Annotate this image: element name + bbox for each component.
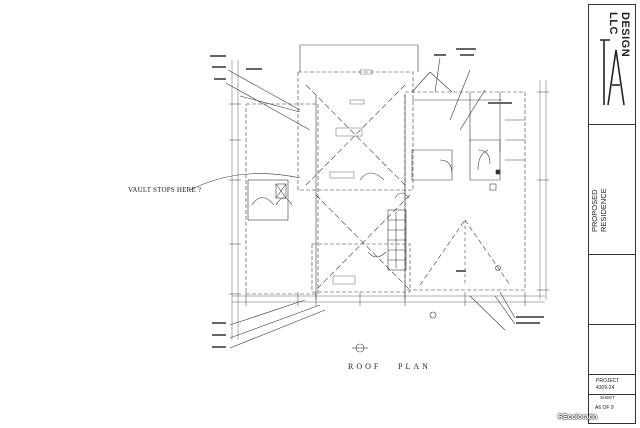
drawing-title-plan: PLAN	[398, 362, 431, 371]
roof-plan-drawing	[189, 44, 549, 353]
project-title: PROPOSED RESIDENCE	[590, 188, 608, 232]
title-block-revision-cell	[589, 325, 635, 375]
firm-logo-icon	[600, 39, 625, 106]
title-block-blank-cell	[589, 255, 635, 325]
watermark: REcolorado	[558, 414, 598, 421]
project-number: 4309-24	[596, 385, 615, 391]
title-block	[588, 4, 636, 424]
firm-name: DESIGN LLC	[607, 12, 631, 58]
title-block-logo-cell	[589, 5, 635, 125]
title-block-project-cell	[589, 125, 635, 255]
sheet-number: A6 OF 9	[595, 405, 614, 411]
sheet-label: SHEET	[600, 395, 616, 400]
title-block-project-number-cell	[589, 375, 635, 395]
drawing-title-roof: ROOF	[348, 362, 382, 371]
vault-annotation: VAULT STOPS HERE ?	[128, 186, 202, 194]
project-label: PROJECT	[596, 378, 620, 384]
